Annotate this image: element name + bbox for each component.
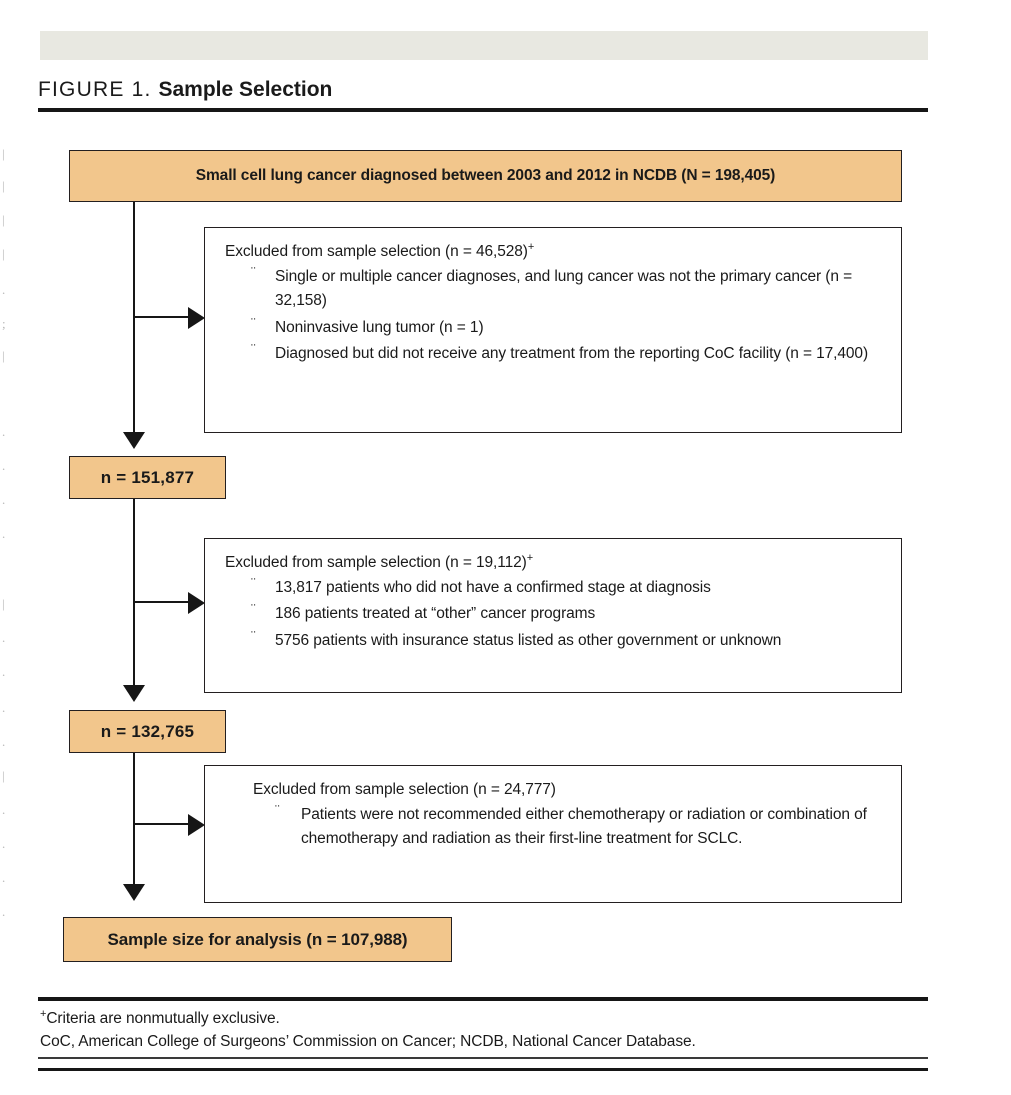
margin-bleed-mark: . — [2, 904, 6, 919]
margin-bleed-mark: . — [2, 870, 6, 885]
connector-arrow-down-2 — [123, 685, 145, 702]
margin-bleed-mark: . — [2, 734, 6, 749]
margin-bleed-mark: | — [2, 178, 5, 193]
connector-branch-1 — [133, 316, 189, 318]
footnote-line-1: +Criteria are nonmutually exclusive. — [40, 1007, 280, 1027]
final-node: Sample size for analysis (n = 107,988) — [63, 917, 452, 962]
connector-branch-2 — [133, 601, 189, 603]
list-item: ¨Diagnosed but did not receive any treat… — [225, 341, 885, 366]
connector-trunk-2 — [133, 499, 135, 691]
exclusion-box-3: Excluded from sample selection (n = 24,7… — [204, 765, 902, 903]
margin-bleed-mark: | — [2, 146, 5, 161]
count-node-2: n = 132,765 — [69, 710, 226, 753]
margin-bleed-mark: . — [2, 700, 6, 715]
list-item: ¨186 patients treated at “other” cancer … — [225, 601, 885, 626]
connector-arrow-right-2 — [188, 592, 205, 614]
list-item: ¨Noninvasive lung tumor (n = 1) — [225, 315, 885, 340]
footnote-line-2: CoC, American College of Surgeons’ Commi… — [40, 1032, 696, 1050]
connector-arrow-down-1 — [123, 432, 145, 449]
footnotes: +Criteria are nonmutually exclusive. CoC… — [40, 1008, 930, 1054]
final-node-label: Sample size for analysis (n = 107,988) — [107, 929, 408, 949]
bullet-icon: ¨ — [251, 601, 256, 618]
list-item: ¨Patients were not recommended either ch… — [253, 802, 885, 852]
exclusion-box-1: Excluded from sample selection (n = 46,5… — [204, 227, 902, 433]
exclusion-list-2: ¨13,817 patients who did not have a conf… — [225, 575, 885, 653]
list-item: ¨5756 patients with insurance status lis… — [225, 628, 885, 653]
connector-arrow-right-1 — [188, 307, 205, 329]
margin-bleed-mark: . — [2, 458, 6, 473]
page-title: FIGURE 1. Sample Selection — [38, 78, 332, 102]
margin-bleed-mark: . — [2, 630, 6, 645]
exclusion-heading-1: Excluded from sample selection (n = 46,5… — [225, 240, 535, 260]
margin-bleed-mark: | — [2, 246, 5, 261]
margin-bleed-mark: | — [2, 212, 5, 227]
margin-bleed-mark: . — [2, 282, 6, 297]
connector-trunk-3 — [133, 753, 135, 889]
bullet-icon: ¨ — [251, 263, 256, 280]
margin-bleed-mark: . — [2, 424, 6, 439]
connector-trunk-1 — [133, 202, 135, 441]
title-rule — [38, 108, 928, 112]
bullet-icon: ¨ — [251, 341, 256, 358]
margin-bleed-mark: . — [2, 802, 6, 817]
figure-label: FIGURE 1. — [38, 78, 152, 101]
list-item: ¨13,817 patients who did not have a conf… — [225, 575, 885, 600]
source-node-label: Small cell lung cancer diagnosed between… — [195, 167, 776, 184]
count-node-1-label: n = 151,877 — [100, 467, 195, 487]
footer-rule-bottom — [38, 1068, 928, 1071]
bullet-icon: ¨ — [251, 574, 256, 591]
exclusion-heading-2: Excluded from sample selection (n = 19,1… — [225, 551, 534, 571]
exclusion-list-1: ¨Single or multiple cancer diagnoses, an… — [225, 264, 885, 367]
exclusion-heading-3: Excluded from sample selection (n = 24,7… — [253, 781, 556, 798]
margin-bleed-mark: . — [2, 526, 6, 541]
margin-bleed-mark: | — [2, 596, 5, 611]
bullet-icon: ¨ — [275, 801, 280, 818]
margin-bleed-mark: . — [2, 492, 6, 507]
bullet-icon: ¨ — [251, 314, 256, 331]
margin-bleed-mark: ; — [2, 316, 6, 331]
connector-branch-3 — [133, 823, 189, 825]
count-node-1: n = 151,877 — [69, 456, 226, 499]
count-node-2-label: n = 132,765 — [100, 721, 195, 741]
exclusion-list-3: ¨Patients were not recommended either ch… — [253, 802, 885, 852]
figure-name: Sample Selection — [158, 78, 333, 101]
list-item: ¨Single or multiple cancer diagnoses, an… — [225, 264, 885, 314]
top-banner — [40, 31, 928, 60]
margin-bleed-mark: . — [2, 836, 6, 851]
connector-arrow-right-3 — [188, 814, 205, 836]
margin-bleed-mark: | — [2, 348, 5, 363]
margin-bleed-mark: | — [2, 768, 5, 783]
connector-arrow-down-3 — [123, 884, 145, 901]
bullet-icon: ¨ — [251, 627, 256, 644]
exclusion-box-2: Excluded from sample selection (n = 19,1… — [204, 538, 902, 693]
footer-rule-thin — [38, 1057, 928, 1059]
source-node: Small cell lung cancer diagnosed between… — [69, 150, 902, 202]
footer-rule-top — [38, 997, 928, 1001]
margin-bleed-mark: . — [2, 664, 6, 679]
